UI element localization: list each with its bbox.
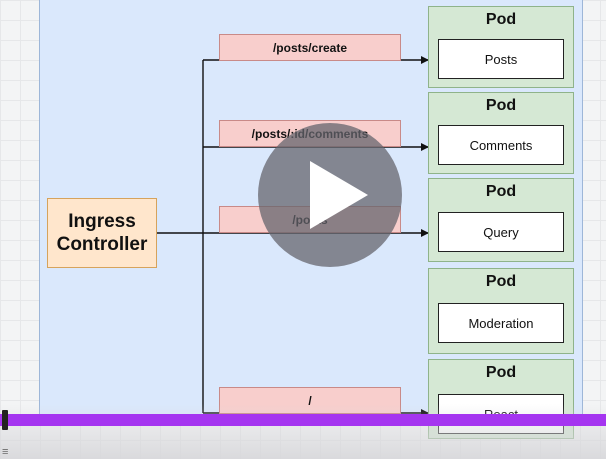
- service-box: Moderation: [438, 303, 564, 343]
- pod-box: Pod Posts: [428, 6, 574, 88]
- play-button[interactable]: [258, 123, 402, 267]
- pod-title: Pod: [485, 183, 517, 200]
- ingress-controller-box: Ingress Controller: [47, 198, 157, 268]
- service-box: Query: [438, 212, 564, 252]
- service-box: Comments: [438, 125, 564, 165]
- pod-box: Pod Query: [428, 178, 574, 262]
- pod-title: Pod: [485, 11, 517, 28]
- menu-icon[interactable]: ≡: [2, 446, 9, 458]
- route-label-box: /posts/create: [219, 34, 401, 61]
- progress-handle[interactable]: [2, 410, 8, 430]
- pod-title: Pod: [485, 273, 517, 290]
- controls-gradient: [0, 404, 606, 459]
- pod-title: Pod: [485, 364, 517, 381]
- pod-box: Pod Moderation: [428, 268, 574, 354]
- play-icon[interactable]: [310, 161, 368, 229]
- pod-box: Pod Comments: [428, 92, 574, 174]
- pod-title: Pod: [485, 97, 517, 114]
- service-box: Posts: [438, 39, 564, 79]
- progress-bar[interactable]: [0, 414, 606, 426]
